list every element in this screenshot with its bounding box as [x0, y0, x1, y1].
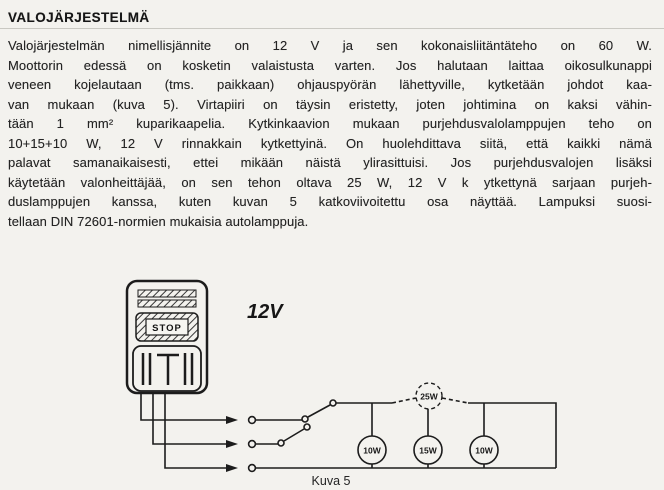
outboard-motor-drawing: STOP	[125, 279, 209, 395]
lamp-label: 10W	[363, 446, 381, 456]
body-paragraph: Valojärjestelmän nimellisjännite on 12 V…	[8, 36, 652, 231]
paragraph-line: 10+15+10 W, 12 V rinnakkain kytkettyinä.…	[8, 135, 652, 151]
paragraph-line: tellaan DIN 72601-normien mukaisia autol…	[8, 213, 309, 229]
section-title: VALOJÄRJESTELMÄ	[8, 10, 150, 25]
paragraph-line: van mukaan (kuva 5). Virtapiiri on täysi…	[8, 96, 652, 112]
paragraph-line: Moottorin edessä on kosketin valaistusta…	[8, 57, 652, 73]
lamp-10w-right: 10W	[469, 435, 499, 465]
floodlight-lamp-25w: 25W	[415, 382, 443, 410]
motor-grille	[141, 353, 194, 385]
floodlight-label: 25W	[420, 392, 438, 402]
lamp-10w-left: 10W	[357, 435, 387, 465]
switch-symbol-2	[277, 423, 311, 447]
lamp-label: 15W	[419, 446, 437, 456]
figure-kuva5: STOP 12V	[125, 279, 557, 488]
lamp-label: 10W	[475, 446, 493, 456]
lamp-15w-center: 15W	[413, 435, 443, 465]
terminal-middle	[247, 439, 257, 449]
paragraph-line: duslamppujen kanssa, kuten kuvan 5 katko…	[8, 194, 652, 209]
paragraph-line: käytetään valonheittäjää, on sen tehon o…	[8, 174, 652, 190]
figure-caption: Kuva 5	[312, 474, 351, 488]
wire-leads	[140, 393, 226, 469]
paragraph-line: tään 1 mm² kuparikaapelia. Kytkinkaavion…	[8, 116, 652, 131]
wire-arrowheads	[226, 416, 238, 472]
paragraph-line: Valojärjestelmän nimellisjännite on 12 V…	[8, 38, 652, 53]
voltage-label: 12V	[247, 301, 284, 323]
paragraph-line: palavat samanaikaisesti, ettei mikään nä…	[8, 155, 652, 170]
terminal-bottom	[247, 463, 257, 473]
stop-label: STOP	[152, 323, 182, 334]
heading-rule	[0, 28, 664, 29]
circuit-wiring	[247, 397, 557, 473]
terminal-top	[247, 415, 257, 425]
paragraph-line: veneen kojelautaan (tms. paikkaan) ohjau…	[8, 77, 652, 92]
switch-symbol-1	[301, 399, 337, 423]
